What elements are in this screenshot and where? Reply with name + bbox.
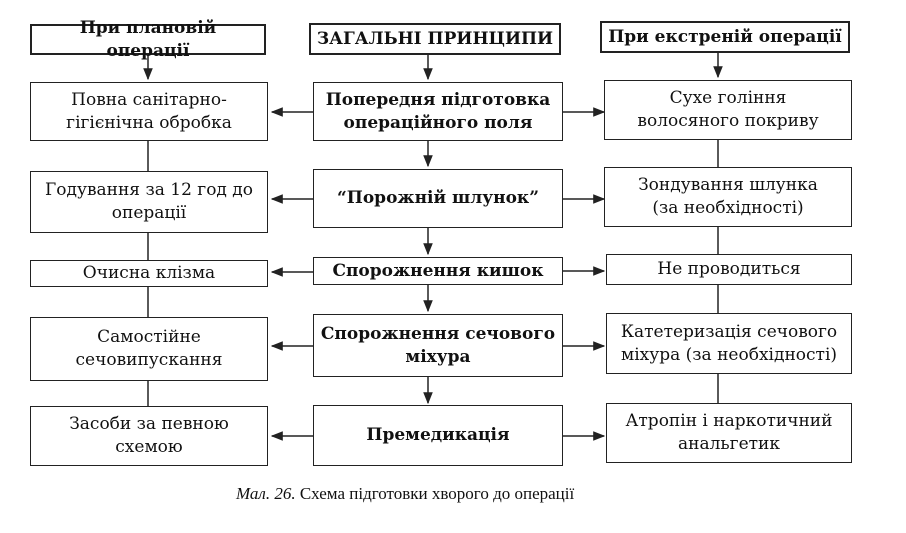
emergency-step-3: Не проводиться: [606, 254, 852, 285]
general-step-2: “Порожній шлунок”: [313, 169, 563, 228]
planned-step-1: Повна санітарно-гігієнічна обробка: [30, 82, 268, 141]
emergency-step-3-line-1: Не проводиться: [657, 259, 801, 280]
planned-step-2-line-2: операції: [111, 203, 187, 223]
emergency-step-2: Зондування шлунка(за необхідності): [604, 167, 852, 227]
figure-caption: Мал. 26. Схема підготовки хворого до опе…: [236, 484, 574, 504]
general-step-3-line-1: Спорожнення кишок: [332, 260, 544, 281]
general-step-5-line-1: Премедикація: [366, 425, 510, 446]
planned-step-1-line-1: Повна санітарно-: [71, 89, 227, 110]
planned-step-5-line-1: Засоби за певною: [69, 414, 229, 435]
planned-step-4-line-2: сечовипускання: [75, 350, 223, 370]
emergency-step-1-line-1: Сухе гоління: [669, 88, 787, 109]
planned-step-5-line-2: схемою: [115, 437, 183, 457]
general-step-4-line-2: міхура: [405, 346, 471, 367]
general-step-2-line-1: “Порожній шлунок”: [337, 188, 539, 209]
emergency-step-4-line-2: міхура (за необхідності): [620, 344, 838, 365]
header-general: ЗАГАЛЬНІ ПРИНЦИПИ: [309, 23, 561, 55]
planned-step-3-line-1: Очисна клізма: [82, 263, 216, 284]
planned-step-4-line-1: Самостійне: [97, 327, 201, 348]
planned-step-2-line-1: Годування за 12 год до: [44, 180, 254, 201]
emergency-step-1-line-2: волосяного покриву: [637, 111, 819, 131]
emergency-step-2-line-1: Зондування шлунка: [638, 175, 818, 196]
emergency-step-5-line-2: анальгетик: [678, 434, 780, 454]
header-planned: При плановій операції: [30, 18, 266, 61]
emergency-step-5-line-1: Атропін і наркотичний: [625, 411, 833, 432]
emergency-step-4-line-1: Катетеризація сечового: [620, 321, 838, 342]
general-step-5: Премедикація: [313, 405, 563, 466]
general-step-1-line-2: операційного поля: [343, 112, 533, 133]
planned-step-1-line-2: гігієнічна обробка: [66, 112, 232, 133]
figure-caption-label: Мал. 26.: [236, 484, 296, 503]
figure-caption-text: Схема підготовки хворого до операції: [299, 484, 575, 503]
emergency-step-2-line-2: (за необхідності): [652, 198, 804, 218]
header-emergency: При екстреній операції: [600, 21, 850, 53]
general-step-1-line-1: Попередня підготовка: [325, 89, 551, 110]
general-step-3: Спорожнення кишок: [313, 257, 563, 285]
planned-step-3: Очисна клізма: [30, 260, 268, 287]
general-step-4-line-1: Спорожнення сечового: [320, 323, 556, 344]
